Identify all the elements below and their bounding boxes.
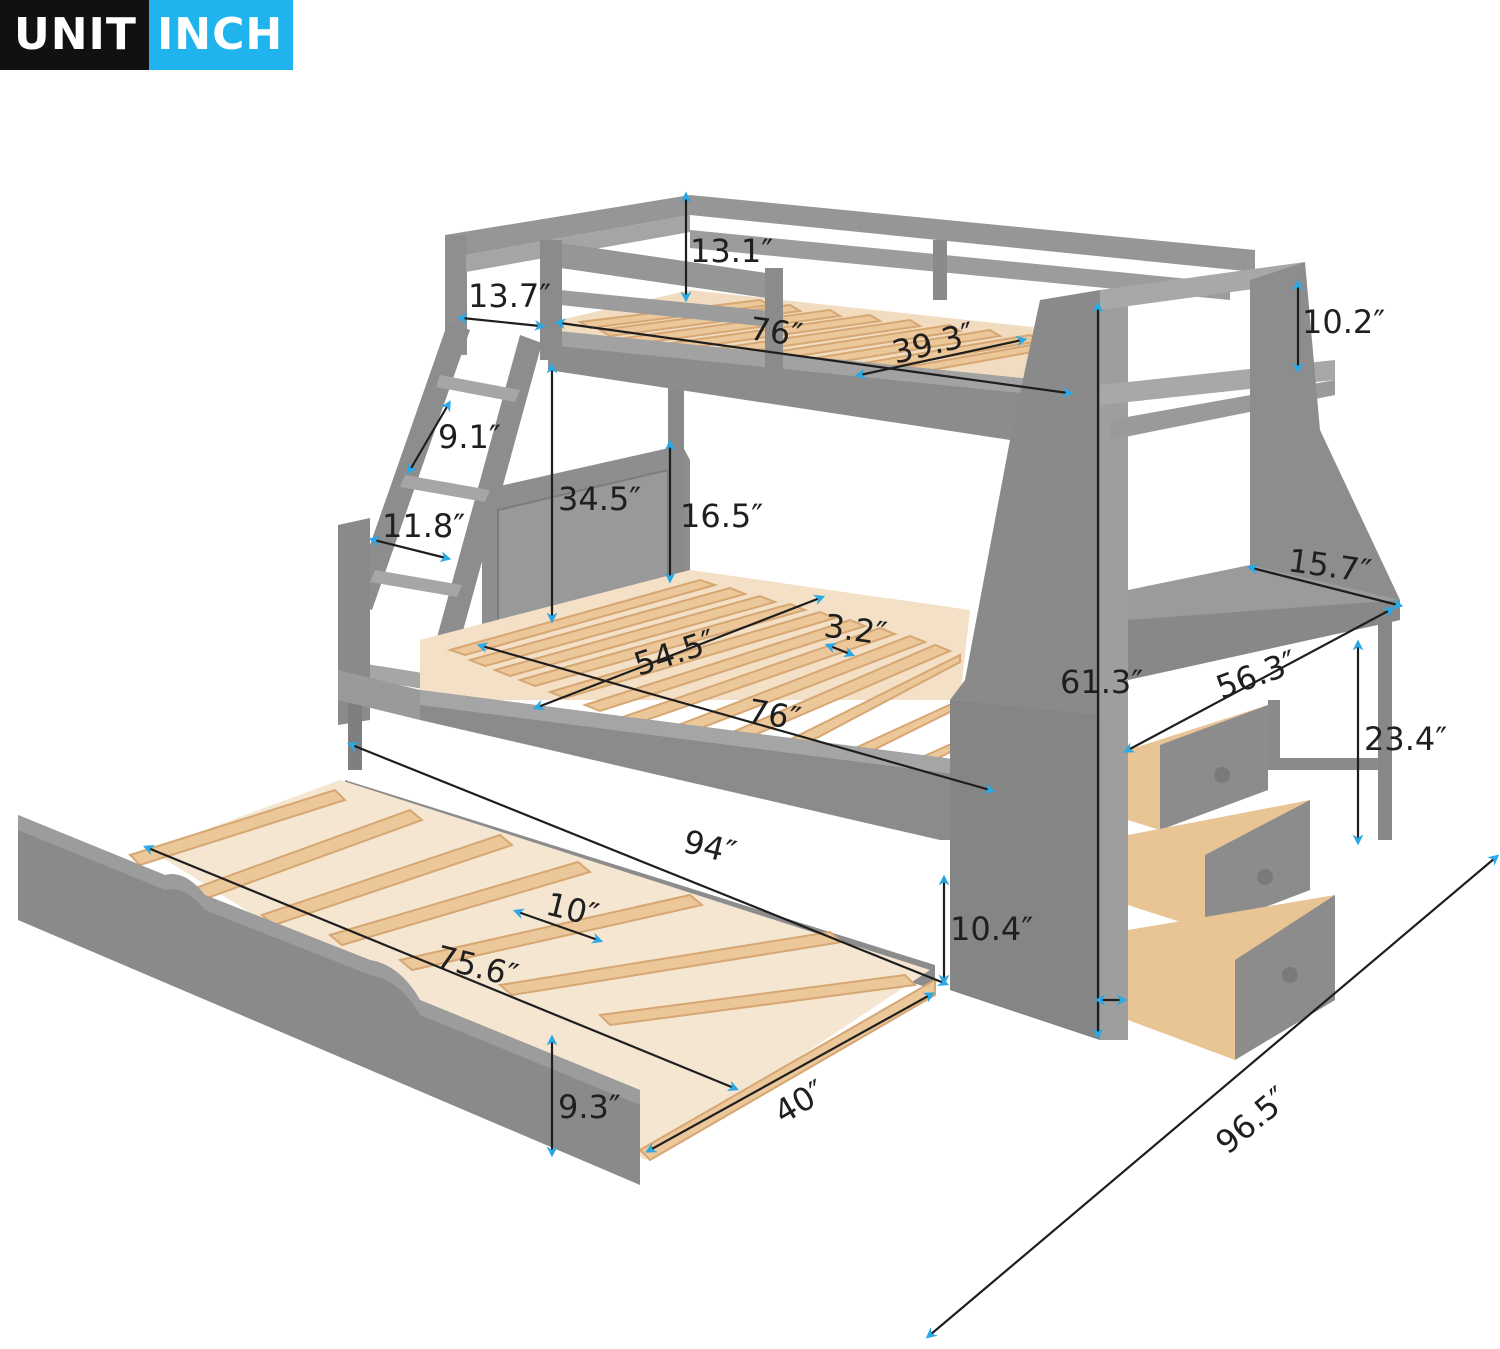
upper-bunk xyxy=(445,195,1255,440)
dimension-labels: 13.1″ 13.7″ 76″ 39.3″ 10.2″ 9.1″ 34.5″ 1… xyxy=(382,232,1447,1162)
dim-shelf-height: 10.2″ xyxy=(1302,303,1385,341)
dim-desk-height: 23.4″ xyxy=(1364,720,1447,758)
dim-lower-frame-height: 10.4″ xyxy=(950,910,1033,948)
dim-ladder-width: 11.8″ xyxy=(382,507,465,545)
dim-clearance-height: 34.5″ xyxy=(558,480,641,518)
dim-lower-guardrail-height: 16.5″ xyxy=(680,497,763,535)
dim-total-depth: 96.5″ xyxy=(1208,1079,1296,1162)
unit-label: UNIT xyxy=(0,0,149,70)
unit-badge: UNIT INCH xyxy=(0,0,294,70)
dim-top-length: 76″ xyxy=(747,309,804,354)
dim-total-height: 61.3″ xyxy=(1060,663,1143,701)
dim-top-guardrail-height: 13.1″ xyxy=(690,232,773,270)
dim-total-length: 94″ xyxy=(680,822,740,872)
dim-slat-gap: 3.2″ xyxy=(822,607,890,653)
unit-value: INCH xyxy=(148,0,294,70)
dim-trundle-height: 9.3″ xyxy=(558,1088,621,1126)
dim-ladder-step-spacing: 9.1″ xyxy=(438,418,501,456)
dimension-lines xyxy=(142,191,1500,1339)
dim-lower-length: 76″ xyxy=(745,691,804,738)
dim-top-rail-gap: 13.7″ xyxy=(468,277,551,315)
